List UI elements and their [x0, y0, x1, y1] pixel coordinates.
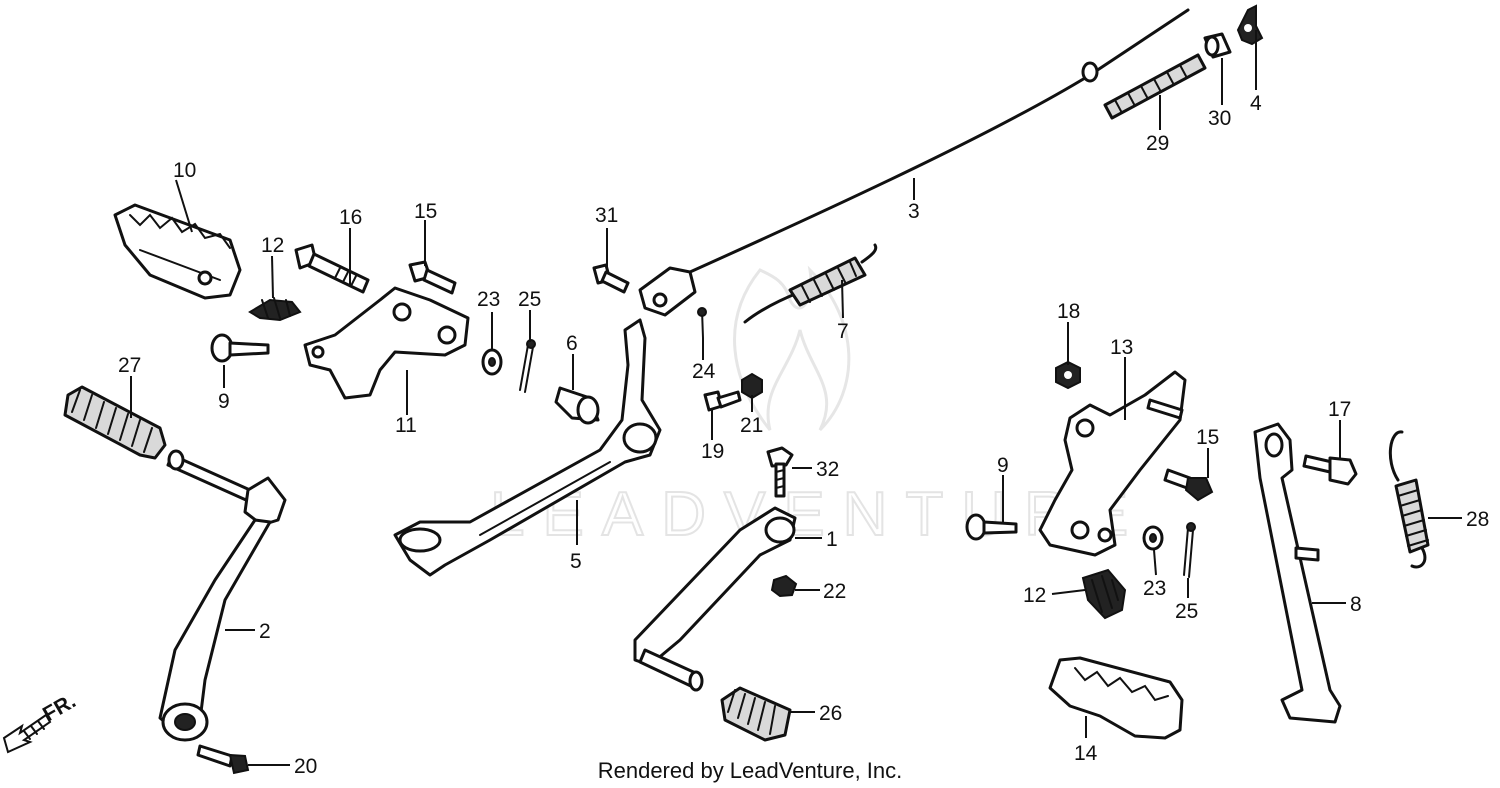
part-14-footpeg[interactable]: [1048, 656, 1184, 740]
callout-15-right: 15: [1196, 426, 1219, 449]
callout-9-right: 9: [997, 454, 1009, 477]
callout-4: 4: [1250, 92, 1262, 115]
callout-23-upper: 23: [477, 288, 500, 311]
callout-29: 29: [1146, 132, 1169, 155]
part-11-bracket[interactable]: [303, 286, 470, 400]
part-7-spring[interactable]: [743, 243, 878, 324]
callout-9-upper: 9: [218, 390, 230, 413]
part-22-nut[interactable]: [770, 574, 798, 598]
callout-20: 20: [294, 755, 317, 778]
callout-14: 14: [1074, 742, 1098, 765]
callout-19: 19: [701, 440, 724, 463]
callout-21: 21: [740, 414, 763, 437]
callout-24: 24: [692, 360, 716, 383]
part-9-pin-right[interactable]: [965, 513, 1018, 541]
callout-10: 10: [173, 159, 196, 182]
footer-credit: Rendered by LeadVenture, Inc.: [597, 758, 903, 783]
part-10-footpeg[interactable]: [113, 203, 242, 300]
part-15-bolt-upper[interactable]: [408, 260, 457, 295]
part-17-bolt[interactable]: [1302, 454, 1358, 486]
callout-7: 7: [837, 320, 849, 343]
callout-16: 16: [339, 206, 362, 229]
part-6-collar[interactable]: [554, 386, 600, 425]
callout-15-upper: 15: [414, 200, 437, 223]
part-15-bolt-right[interactable]: [1163, 468, 1214, 502]
part-16-bolt[interactable]: [294, 243, 370, 294]
part-27-rubber[interactable]: [63, 385, 167, 460]
part-13-bracket[interactable]: [1038, 370, 1187, 557]
part-19-bolt[interactable]: [703, 390, 742, 412]
part-23-washer-right[interactable]: [1142, 525, 1164, 551]
callout-22: 22: [823, 580, 846, 603]
part-29-spring[interactable]: [1103, 53, 1207, 120]
callout-12-upper: 12: [261, 234, 284, 257]
callout-26: 26: [819, 702, 842, 725]
part-4-wing-nut[interactable]: [1236, 4, 1264, 46]
callout-25-right: 25: [1175, 600, 1198, 623]
part-3-cable[interactable]: [638, 8, 1190, 317]
callout-17: 17: [1328, 398, 1351, 421]
callout-2: 2: [259, 620, 271, 643]
leader-lines: [130, 30, 1462, 766]
callout-31: 31: [595, 204, 618, 227]
callout-1: 1: [826, 528, 838, 551]
part-1-arm[interactable]: [633, 506, 797, 692]
part-18-nut[interactable]: [1055, 360, 1081, 390]
part-2-gear-pedal[interactable]: [158, 449, 287, 742]
callout-23-right: 23: [1143, 577, 1166, 600]
front-direction-arrow: FR.: [2, 689, 80, 754]
callout-3: 3: [908, 200, 920, 223]
part-20-bolt[interactable]: [196, 744, 250, 775]
callout-12-lower: 12: [1023, 584, 1046, 607]
part-8-side-stand[interactable]: [1253, 422, 1342, 724]
part-32-bolt[interactable]: [766, 446, 794, 498]
part-26-rubber[interactable]: [720, 686, 792, 742]
callout-28: 28: [1466, 508, 1489, 531]
part-25-cotter-pin-right[interactable]: [1183, 522, 1196, 578]
callout-13: 13: [1110, 336, 1133, 359]
part-30-collar[interactable]: [1203, 32, 1232, 59]
part-12-spring-upper[interactable]: [248, 297, 302, 322]
part-5-brake-pedal[interactable]: [393, 318, 662, 577]
callout-25-upper: 25: [518, 288, 541, 311]
callout-27: 27: [118, 354, 141, 377]
callout-labels: 10 12 16 15 23 25 31 6 9 11 27 3 29 30 4…: [118, 92, 1489, 778]
part-21-nut[interactable]: [741, 372, 763, 400]
callout-11: 11: [395, 414, 417, 437]
callout-8: 8: [1350, 593, 1362, 616]
callout-32: 32: [816, 458, 839, 481]
callout-5: 5: [570, 550, 582, 573]
part-28-spring[interactable]: [1388, 430, 1430, 569]
part-31-bolt[interactable]: [592, 263, 630, 294]
part-12-spring-lower[interactable]: [1081, 568, 1127, 620]
callout-6: 6: [566, 332, 578, 355]
part-23-washer-upper[interactable]: [481, 348, 503, 376]
part-24-screw[interactable]: [697, 307, 707, 339]
callout-18: 18: [1057, 300, 1080, 323]
part-9-pin-upper[interactable]: [210, 333, 270, 363]
callout-30: 30: [1208, 107, 1231, 130]
part-25-cotter-pin-upper[interactable]: [519, 339, 536, 393]
